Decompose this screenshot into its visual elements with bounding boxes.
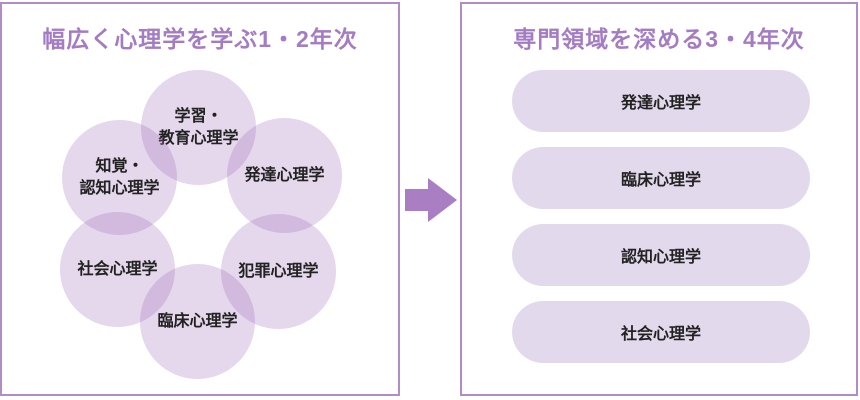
- circle-perception-cognitive-psychology: 知覚・ 認知心理学: [62, 120, 177, 235]
- left-panel-title: 幅広く心理学を学ぶ1・2年次: [42, 26, 358, 52]
- pill-cognitive-psychology: 認知心理学: [512, 224, 810, 286]
- pill-label: 認知心理学: [620, 249, 701, 266]
- right-panel: 専門領域を深める3・4年次 発達心理学 臨床心理学 認知心理学 社会心理学: [460, 2, 858, 396]
- pill-developmental-psychology: 発達心理学: [512, 70, 810, 132]
- right-arrow-icon: [405, 178, 457, 222]
- circle-label: 知覚・ 認知心理学: [79, 157, 160, 197]
- circle-label: 臨床心理学: [157, 312, 238, 330]
- circle-criminal-psychology: 犯罪心理学: [221, 214, 336, 329]
- pill-label: 社会心理学: [620, 326, 701, 343]
- circle-developmental-psychology: 発達心理学: [227, 118, 342, 233]
- specialization-list: 発達心理学 臨床心理学 認知心理学 社会心理学: [512, 70, 810, 363]
- circle-social-psychology: 社会心理学: [60, 212, 175, 327]
- circle-label: 犯罪心理学: [238, 262, 319, 280]
- right-panel-title: 専門領域を深める3・4年次: [513, 26, 805, 52]
- circle-label: 発達心理学: [244, 166, 325, 184]
- pill-clinical-psychology: 臨床心理学: [512, 147, 810, 209]
- circle-clinical-psychology: 臨床心理学: [140, 264, 255, 379]
- pill-label: 臨床心理学: [620, 172, 701, 189]
- circle-learning-educational-psychology: 学習・ 教育心理学: [141, 70, 256, 185]
- pill-label: 発達心理学: [620, 95, 701, 112]
- circle-label: 学習・ 教育心理学: [158, 107, 239, 147]
- pill-social-psychology: 社会心理学: [512, 301, 810, 363]
- circle-label: 社会心理学: [77, 260, 158, 278]
- left-panel: 幅広く心理学を学ぶ1・2年次 学習・ 教育心理学 知覚・ 認知心理学 発達心理学…: [0, 2, 400, 396]
